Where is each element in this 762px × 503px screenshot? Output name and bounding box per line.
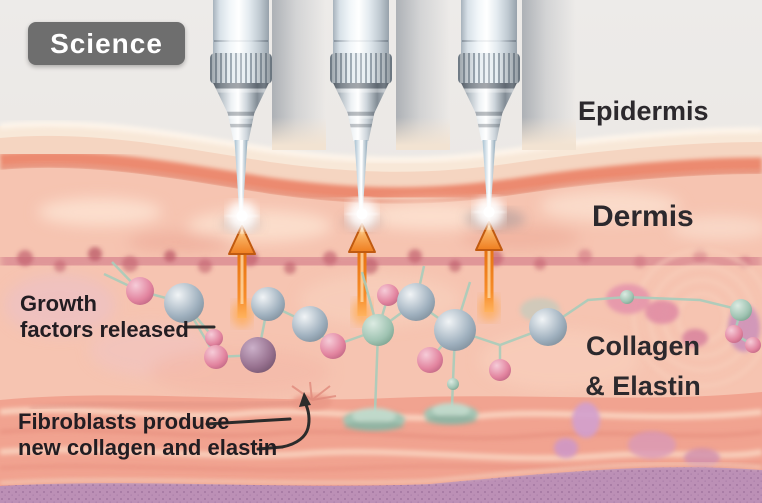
epidermis-label: Epidermis	[578, 96, 709, 126]
pen-collar	[210, 53, 272, 84]
collagen-label-line1: Collagen	[585, 331, 700, 361]
needle-glow	[226, 193, 505, 235]
pen-shadow	[396, 0, 450, 150]
injector-pen-1	[210, 0, 272, 141]
annotation-connectors	[183, 325, 311, 451]
fibro-note-line2: new collagen and elastin	[18, 435, 278, 460]
pen-collar	[330, 53, 392, 84]
injector-pen-2	[330, 0, 392, 141]
collagen-label-line2: & Elastin	[585, 371, 701, 401]
pen-body	[213, 0, 269, 54]
needles	[234, 140, 496, 217]
science-badge: Science	[28, 22, 185, 65]
pen-shadow	[272, 0, 326, 150]
pen-shadow	[522, 0, 576, 150]
injector-pen-3	[458, 0, 520, 141]
fibro-note-line1: Fibroblasts produce	[18, 409, 230, 434]
growth-factors-note: Growth factors released	[20, 291, 189, 343]
dermis-label: Dermis	[592, 200, 694, 233]
pen-body	[461, 0, 517, 54]
up-arrow-icon	[475, 221, 503, 321]
fibroblasts-note: Fibroblasts produce new collagen and ela…	[18, 409, 277, 461]
collagen-elastin-label: Collagen & Elastin	[580, 326, 706, 406]
curved-arrow-icon	[280, 392, 311, 449]
growth-factor-molecules	[103, 261, 761, 413]
pen-body	[333, 0, 389, 54]
pen-collar	[458, 53, 520, 84]
growth-note-line1: Growth	[20, 291, 97, 316]
science-badge-label: Science	[50, 27, 163, 59]
fibroblasts	[343, 403, 478, 431]
growth-note-line2: factors released	[20, 317, 189, 342]
up-arrow-icon	[228, 225, 256, 327]
